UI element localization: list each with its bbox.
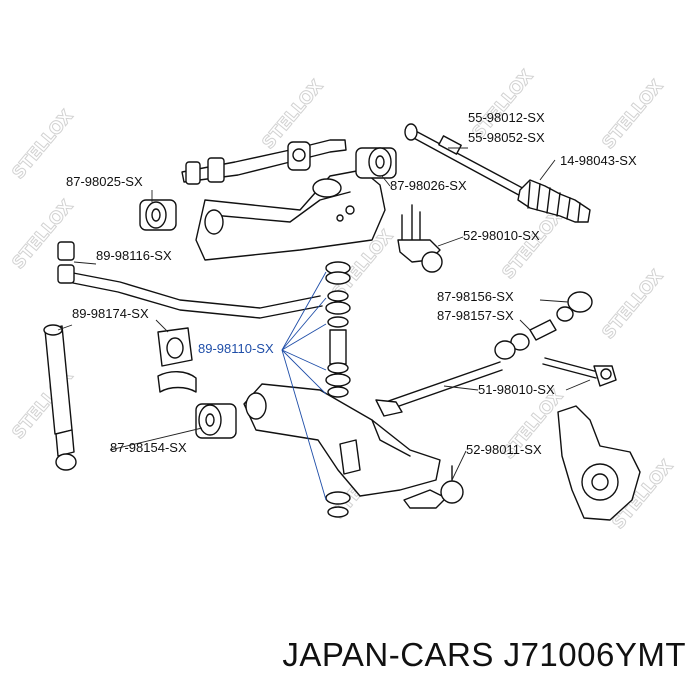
- leader-line: [73, 261, 97, 265]
- part-label-87-98156[interactable]: 87-98156-SX: [437, 289, 514, 304]
- leader-line-highlight: [281, 297, 327, 351]
- leader-line-highlight: [281, 323, 327, 351]
- part-label-51-98010[interactable]: 51-98010-SX: [478, 382, 555, 397]
- steering-boot: [517, 179, 591, 223]
- leader-line: [437, 236, 464, 247]
- part-label-87-98157[interactable]: 87-98157-SX: [437, 308, 514, 323]
- stabilizer-clamp: [157, 371, 197, 393]
- footer-caption: JAPAN-CARS J71006YMT: [282, 636, 686, 673]
- part-label-87-98026[interactable]: 87-98026-SX: [390, 178, 467, 193]
- watermark: STELLOX: [599, 76, 668, 153]
- lower-control-arm: [243, 383, 441, 497]
- leader-line-highlight: [281, 271, 327, 351]
- bushing-87-98154: [195, 403, 237, 439]
- stabilizer-link-stack: [325, 261, 351, 518]
- bushing-87-98026: [355, 147, 397, 179]
- leader-line: [109, 427, 203, 451]
- leader-line: [451, 450, 467, 481]
- part-label-89-98110[interactable]: 89-98110-SX: [198, 341, 274, 356]
- stabilizer-bar: [57, 241, 323, 319]
- watermark: STELLOX: [499, 206, 568, 283]
- leader-line: [443, 385, 479, 391]
- leader-line-highlight: [281, 349, 327, 501]
- leader-line: [539, 299, 569, 303]
- part-label-89-98116[interactable]: 89-98116-SX: [96, 248, 172, 263]
- part-label-52-98010[interactable]: 52-98010-SX: [463, 228, 540, 243]
- leader-line-highlight: [281, 349, 327, 371]
- part-label-55-98052[interactable]: 55-98052-SX: [468, 130, 545, 145]
- leader-line: [155, 319, 169, 333]
- leader-line: [565, 379, 591, 391]
- strut-rod: [375, 361, 503, 417]
- leader-line: [519, 319, 531, 331]
- part-label-52-98011[interactable]: 52-98011-SX: [466, 442, 542, 457]
- watermark: STELLOX: [9, 196, 78, 273]
- outer-tie-rod-end: [542, 357, 617, 387]
- bushing-87-98025: [139, 199, 177, 231]
- inner-tie-rod: [404, 123, 531, 201]
- steering-knuckle: [557, 405, 641, 521]
- shock-absorber: [43, 324, 77, 471]
- stabilizer-bushing: [157, 327, 193, 367]
- lower-ball-joint: [403, 465, 464, 509]
- leader-line: [381, 175, 391, 187]
- watermark: STELLOX: [9, 106, 78, 183]
- part-label-55-98012[interactable]: 55-98012-SX: [468, 110, 545, 125]
- upper-ball-joint: [397, 204, 443, 273]
- upper-control-arm: [195, 169, 386, 261]
- leader-line: [57, 324, 73, 331]
- part-label-87-98154[interactable]: 87-98154-SX: [110, 440, 187, 455]
- leader-line-highlight: [281, 349, 327, 395]
- upper-arm-shaft: [181, 139, 347, 185]
- part-label-87-98025[interactable]: 87-98025-SX: [66, 174, 143, 189]
- leader-line: [539, 159, 556, 181]
- part-label-89-98174[interactable]: 89-98174-SX: [72, 306, 149, 321]
- watermark: STELLOX: [599, 266, 668, 343]
- bushing-kit: [494, 291, 593, 360]
- part-label-14-98043[interactable]: 14-98043-SX: [560, 153, 637, 168]
